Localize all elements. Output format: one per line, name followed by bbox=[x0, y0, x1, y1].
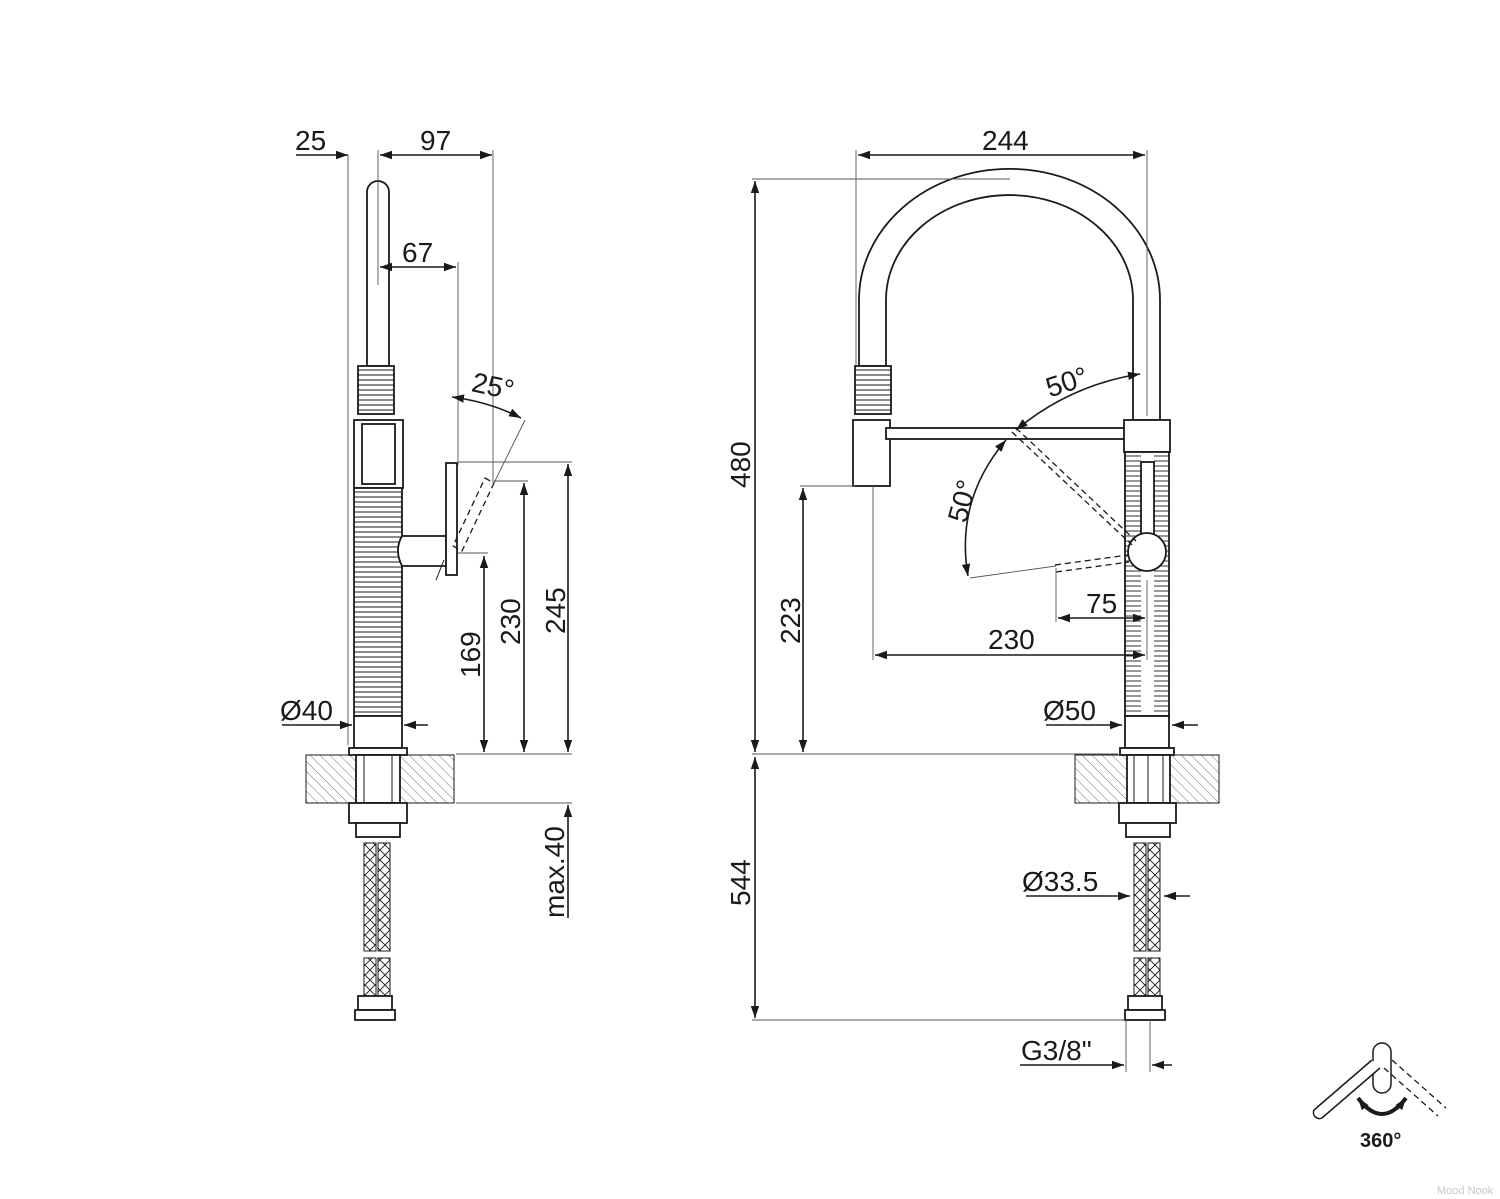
side-handle-hub bbox=[397, 535, 447, 567]
rotate-360-icon: 360° bbox=[1312, 1042, 1447, 1152]
side-countertop-left bbox=[305, 754, 357, 804]
dim-169: 169 bbox=[455, 631, 486, 678]
side-fixing-nut bbox=[348, 802, 408, 824]
dim-244: 244 bbox=[982, 125, 1029, 156]
dim-97: 97 bbox=[420, 125, 451, 156]
dim-dia50: Ø50 bbox=[1043, 695, 1096, 726]
front-base-flange bbox=[1119, 747, 1175, 756]
side-view: 25 97 67 25° 169 230 245 max.40 Ø40 bbox=[280, 125, 573, 1021]
dim-245: 245 bbox=[540, 587, 571, 634]
watermark: Mood Nook bbox=[1437, 1185, 1494, 1197]
side-hose-left bbox=[363, 842, 377, 952]
dim-angle-25: 25° bbox=[469, 367, 517, 406]
side-lever-tilted bbox=[452, 477, 495, 552]
front-countertop-right bbox=[1169, 754, 1220, 804]
front-lever-tilted-down bbox=[1054, 554, 1130, 573]
front-spray-holder-arm bbox=[885, 427, 1127, 440]
front-hose-fitting bbox=[1127, 995, 1163, 1011]
dim-25: 25 bbox=[295, 125, 326, 156]
side-countertop-right bbox=[399, 754, 455, 804]
dim-dia33-5: Ø33.5 bbox=[1022, 866, 1098, 897]
side-shank bbox=[355, 754, 401, 804]
dim-g3-8: G3/8" bbox=[1021, 1035, 1092, 1066]
side-head-inner bbox=[361, 423, 396, 485]
front-view: 244 480 50° 50° 75 223 230 Ø50 544 Ø33.5… bbox=[725, 125, 1220, 1072]
side-lower-sleeve bbox=[353, 715, 403, 749]
side-fixing-washer bbox=[355, 822, 401, 838]
dim-223: 223 bbox=[775, 597, 806, 644]
dim-230-front: 230 bbox=[988, 624, 1035, 655]
front-countertop-left bbox=[1074, 754, 1128, 804]
dim-angle-50-top: 50° bbox=[1042, 361, 1092, 404]
dim-75: 75 bbox=[1086, 588, 1117, 619]
front-lower-sleeve bbox=[1124, 715, 1170, 749]
side-base-flange bbox=[348, 747, 408, 756]
front-arched-spout bbox=[858, 168, 1161, 421]
front-handle-knob bbox=[1127, 532, 1167, 572]
dim-544: 544 bbox=[725, 859, 756, 906]
front-fixing-washer bbox=[1125, 822, 1171, 838]
side-hose-fitting bbox=[357, 995, 393, 1011]
front-spray-head bbox=[852, 419, 891, 487]
dim-angle-50-left: 50° bbox=[942, 477, 983, 526]
dim-230-side: 230 bbox=[495, 598, 526, 645]
front-head-cap bbox=[1123, 419, 1171, 453]
side-lever bbox=[445, 462, 458, 576]
front-hose-left bbox=[1133, 842, 1147, 952]
front-lever-tilted-up bbox=[1011, 427, 1137, 546]
side-hose-right bbox=[377, 842, 391, 952]
dim-67: 67 bbox=[402, 237, 433, 268]
rotation-label: 360° bbox=[1360, 1130, 1401, 1152]
dim-480: 480 bbox=[725, 441, 756, 488]
front-hose-right bbox=[1147, 842, 1161, 952]
dim-dia40: Ø40 bbox=[280, 695, 333, 726]
front-fixing-nut bbox=[1118, 802, 1177, 824]
dim-max40: max.40 bbox=[539, 826, 570, 918]
